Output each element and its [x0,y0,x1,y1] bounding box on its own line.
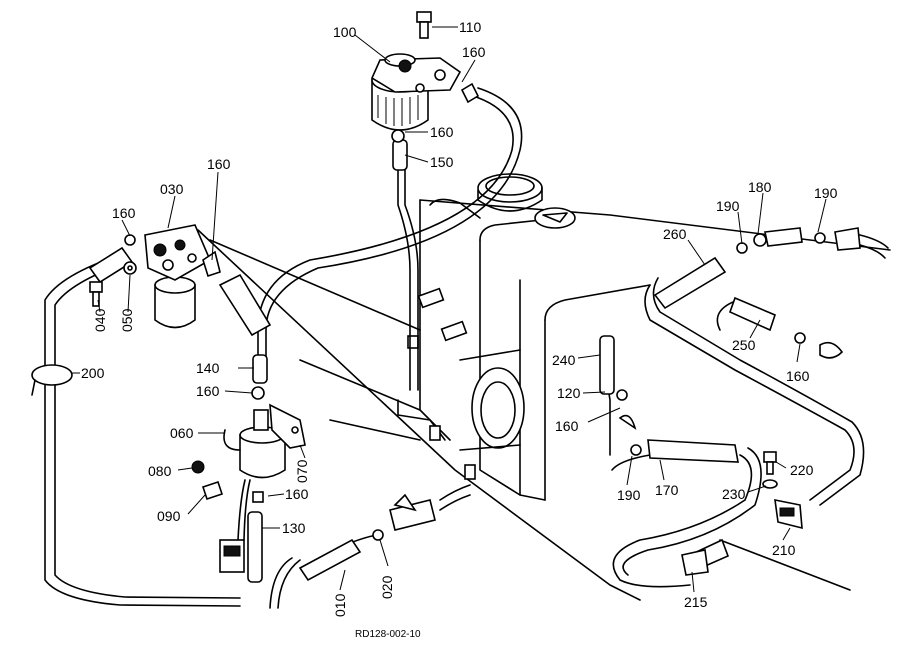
label-150: 150 [430,154,454,170]
label-200: 200 [81,365,105,381]
label-250: 250 [732,337,756,353]
label-160-right: 160 [786,368,810,384]
fuel-cock-020 [372,493,436,541]
label-160-mid: 160 [430,124,454,140]
label-160-top: 160 [462,44,486,60]
clamp-200 [31,364,73,396]
label-020: 020 [379,575,395,599]
label-190-b: 190 [814,185,838,201]
hoses [88,139,803,583]
label-160-filter: 160 [207,156,231,172]
label-170: 170 [655,482,679,498]
label-210: 210 [772,542,796,558]
label-010: 010 [332,593,348,617]
label-040: 040 [92,308,108,332]
label-130: 130 [282,520,306,536]
fuel-tank [197,173,891,601]
label-070: 070 [294,459,310,483]
label-120: 120 [557,385,581,401]
label-215: 215 [684,594,708,610]
label-220: 220 [790,462,814,478]
label-190-a: 190 [716,198,740,214]
fuel-pump-060 [191,386,306,573]
filter-assembly-030 [89,224,221,329]
fuel-lines [44,87,889,609]
label-230: 230 [722,486,746,502]
label-160-low: 160 [285,486,309,502]
label-080: 080 [148,463,172,479]
drawing-code: RD128-002-10 [355,629,421,640]
label-180: 180 [748,179,772,195]
label-260: 260 [663,226,687,242]
leader-lines [72,26,827,593]
label-240: 240 [552,352,576,368]
label-100: 100 [333,24,357,40]
label-060: 060 [170,425,194,441]
label-050: 050 [119,308,135,332]
label-090: 090 [157,508,181,524]
label-160-pump: 160 [196,383,220,399]
label-140: 140 [196,360,220,376]
bolt-110 [416,11,432,39]
label-030: 030 [160,181,184,197]
label-190-c: 190 [617,487,641,503]
label-160-left: 160 [112,205,136,221]
fittings-right [616,227,861,576]
label-110: 110 [459,19,482,35]
label-160-tank: 160 [555,418,579,434]
callout-labels: 100 110 160 160 150 030 160 160 040 050 … [81,19,838,640]
fuel-filter-100 [370,53,480,143]
